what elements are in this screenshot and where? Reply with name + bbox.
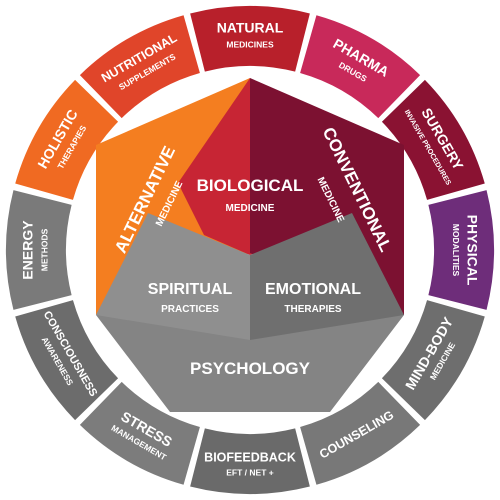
biological-title: BIOLOGICAL <box>197 176 304 195</box>
ring-segment-natural[interactable]: NATURAL MEDICINES <box>190 6 310 72</box>
biological-subtitle: MEDICINE <box>226 203 275 214</box>
ring-segment-shape-pharma[interactable] <box>300 15 421 119</box>
ring-segment-shape-surgery[interactable] <box>381 79 485 200</box>
ring-segment-shape-mind-body[interactable] <box>381 300 485 421</box>
ring-subtitle-physical: MODALITIES <box>451 224 461 277</box>
ring-segment-shape-physical[interactable] <box>428 190 494 310</box>
ring-title-biofeedback: BIOFEEDBACK <box>204 450 296 464</box>
ring-segment-shape-consciousness[interactable] <box>15 300 119 421</box>
ring-subtitle-biofeedback: EFT / NET + <box>226 467 274 477</box>
ring-title-physical: PHYSICAL <box>464 215 480 286</box>
ring-segment-shape-nutritional[interactable] <box>79 15 200 119</box>
spiritual-subtitle: PRACTICES <box>161 304 219 315</box>
emotional-subtitle: THERAPIES <box>284 304 342 315</box>
ring-segment-shape-energy[interactable] <box>6 190 72 310</box>
ring-segment-shape-biofeedback[interactable] <box>190 428 310 494</box>
ring-title-energy: ENERGY <box>20 220 36 280</box>
ring-segment-shape-natural[interactable] <box>190 6 310 72</box>
ring-segment-shape-stress[interactable] <box>79 381 200 485</box>
emotional-title: EMOTIONAL <box>265 281 361 298</box>
ring-subtitle-energy: METHODS <box>39 228 49 271</box>
ring-segment-shape-holistic[interactable] <box>15 79 119 200</box>
core-hexagon: BIOLOGICAL MEDICINE ALTERNATIVE MEDICINE… <box>96 78 404 412</box>
ring-segment-shape-counseling[interactable] <box>300 381 421 485</box>
psychology-section[interactable] <box>96 315 404 412</box>
ring-title-natural: NATURAL <box>217 20 284 36</box>
ring-segment-counseling[interactable]: COUNSELING <box>300 381 421 485</box>
emotional-therapies-section[interactable] <box>250 213 404 340</box>
spiritual-practices-section[interactable] <box>96 213 250 340</box>
psychology-title: PSYCHOLOGY <box>190 359 311 378</box>
ring-subtitle-natural: MEDICINES <box>226 39 274 49</box>
spiritual-title: SPIRITUAL <box>148 281 233 298</box>
ring-segment-biofeedback[interactable]: BIOFEEDBACK EFT / NET + <box>190 428 310 494</box>
